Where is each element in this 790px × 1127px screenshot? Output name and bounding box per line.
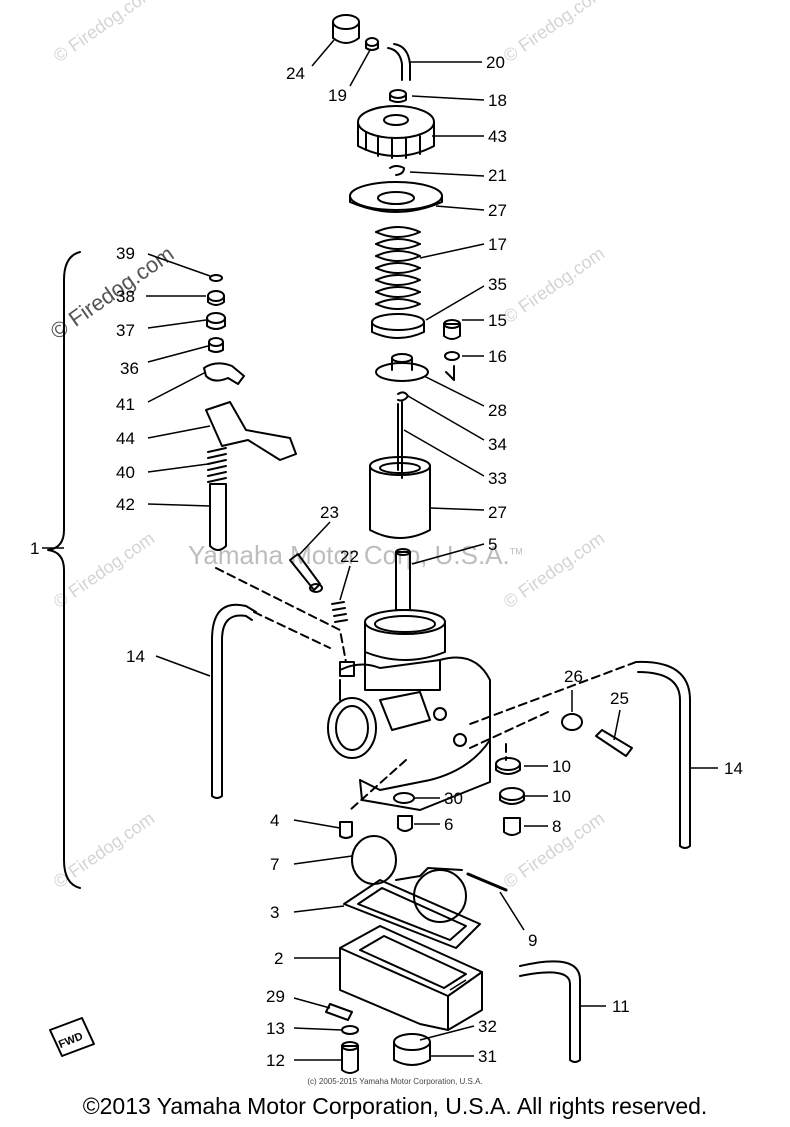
callout-27-top: 27: [488, 201, 507, 220]
callout-2: 2: [274, 949, 283, 968]
carburetor-body: [327, 609, 491, 811]
callout-16: 16: [488, 347, 507, 366]
part-6-jet: [397, 815, 413, 832]
callout-44: 44: [116, 429, 135, 448]
callout-22: 22: [340, 547, 359, 566]
callout-21: 21: [488, 166, 507, 185]
assembly-bracket: [47, 251, 81, 889]
callout-34: 34: [488, 435, 507, 454]
part-3-gasket: [343, 879, 481, 949]
part-25-screw: [595, 729, 633, 757]
callout-26: 26: [564, 667, 583, 686]
callout-36: 36: [120, 359, 139, 378]
callout-25: 25: [610, 689, 629, 708]
callout-38: 38: [116, 287, 135, 306]
part-5-needle-jet: [395, 551, 411, 611]
callout-14-left: 14: [126, 647, 145, 666]
copyright-small: (c) 2005-2015 Yamaha Motor Corporation, …: [307, 1077, 483, 1086]
part-2-float-bowl: [339, 925, 483, 1031]
part-24-cap: [332, 14, 360, 30]
callout-8: 8: [552, 817, 561, 836]
callout-15: 15: [488, 311, 507, 330]
part-14-tube-right: [635, 660, 691, 847]
callout-5: 5: [488, 535, 497, 554]
part-11-tube: [519, 960, 581, 1061]
callout-19: 19: [328, 86, 347, 105]
callout-14-right: 14: [724, 759, 743, 778]
copyright-footer: ©2013 Yamaha Motor Corporation, U.S.A. A…: [82, 1093, 708, 1119]
fwd-arrow: [49, 1017, 95, 1057]
part-28-plate: [375, 362, 429, 382]
part-8-jet: [503, 817, 521, 836]
callout-24: 24: [286, 64, 305, 83]
part-17-spring: [375, 226, 421, 310]
callout-4: 4: [270, 811, 279, 830]
callout-32: 32: [478, 1017, 497, 1036]
callout-41: 41: [116, 395, 135, 414]
callout-30: 30: [444, 789, 463, 808]
callout-20: 20: [486, 53, 505, 72]
part-42-plunger: [209, 483, 227, 551]
part-44-lever: [205, 401, 297, 461]
callout-3: 3: [270, 903, 279, 922]
callout-43: 43: [488, 127, 507, 146]
part-12-screw: [341, 1045, 359, 1074]
callout-10-lower: 10: [552, 787, 571, 806]
part-9-pin: [466, 872, 508, 892]
callout-10-upper: 10: [552, 757, 571, 776]
callout-12: 12: [266, 1051, 285, 1070]
callout-42: 42: [116, 495, 135, 514]
part-31-plug: [393, 1041, 431, 1066]
callout-7: 7: [270, 855, 279, 874]
fwd-label: FWD: [57, 1030, 85, 1051]
callout-23: 23: [320, 503, 339, 522]
part-14-tube-left: [211, 603, 257, 797]
callout-37: 37: [116, 321, 135, 340]
part-20-elbow: [387, 47, 403, 81]
part-27-gasket: [349, 181, 443, 211]
callout-39: 39: [116, 244, 135, 263]
part-41-arm: [203, 362, 245, 385]
callout-11: 11: [612, 997, 630, 1016]
part-26-nut: [561, 713, 583, 731]
part-4-screw: [339, 821, 353, 839]
callout-1: 1: [30, 539, 39, 558]
part-15-screw: [443, 323, 461, 340]
callout-28: 28: [488, 401, 507, 420]
callout-17: 17: [488, 235, 507, 254]
callout-31: 31: [478, 1047, 497, 1066]
callout-18: 18: [488, 91, 507, 110]
callout-33: 33: [488, 469, 507, 488]
callout-40: 40: [116, 463, 135, 482]
callout-29: 29: [266, 987, 285, 1006]
callout-35: 35: [488, 275, 507, 294]
watermark-yamaha: Yamaha Motor Corp, U.S.A.TM: [188, 540, 523, 570]
callout-6: 6: [444, 815, 453, 834]
callout-13: 13: [266, 1019, 285, 1038]
part-7-float: [351, 835, 397, 885]
callout-9: 9: [528, 931, 537, 950]
callout-27-valve: 27: [488, 503, 507, 522]
part-43-top-cap: [357, 105, 435, 139]
